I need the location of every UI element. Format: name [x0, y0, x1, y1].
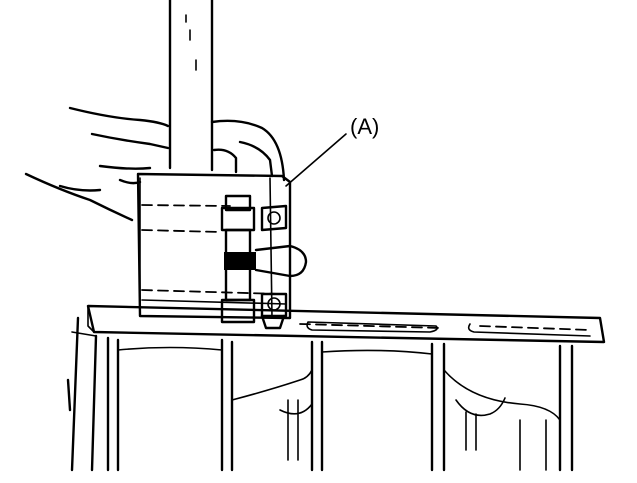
hands [24, 106, 286, 222]
callout-leader [285, 133, 347, 187]
engine-block [66, 304, 606, 472]
ring-compressor-tool [136, 172, 308, 330]
callout-label-a: (A) [350, 114, 380, 139]
tool-handle [168, 0, 214, 172]
